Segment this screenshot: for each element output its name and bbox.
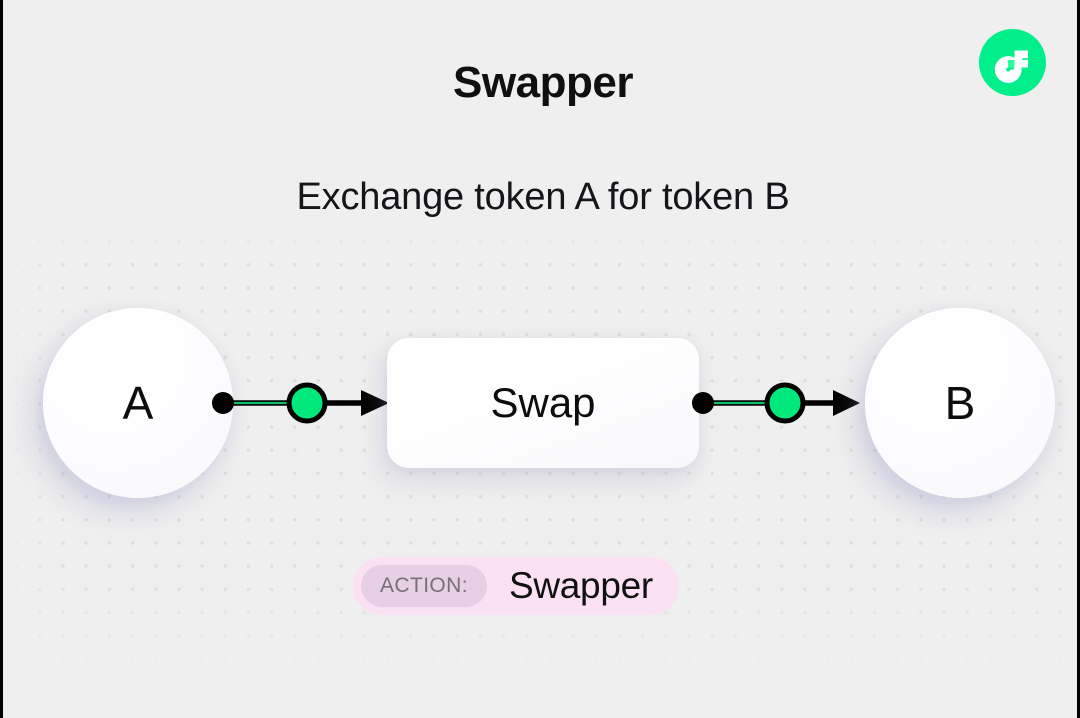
edge-token-a-to-swap[interactable]	[209, 380, 391, 426]
status-badge-value: Swapper	[508, 565, 653, 606]
edge-swap-to-token-b[interactable]	[691, 380, 861, 426]
flow-logo-icon	[979, 29, 1046, 96]
node-token-b-label: B	[944, 377, 976, 429]
node-token-a[interactable]: A	[43, 308, 233, 498]
node-swap-label: Swap	[490, 379, 596, 426]
status-badge: ACTION: Swapper	[353, 557, 679, 615]
edge-source-handle	[692, 392, 714, 414]
edge-arrowhead	[361, 390, 389, 416]
status-badge-key: ACTION:	[361, 565, 487, 607]
edge-arrowhead	[833, 390, 860, 416]
node-token-b[interactable]: B	[865, 308, 1055, 498]
edge-waypoint-dot	[286, 382, 328, 424]
node-swap[interactable]: Swap	[387, 338, 699, 468]
edge-source-handle	[212, 392, 234, 414]
page-title: Swapper	[453, 58, 633, 107]
page-subtitle: Exchange token A for token B	[296, 176, 790, 218]
edge-waypoint-dot	[764, 382, 806, 424]
node-token-a-label: A	[122, 377, 154, 429]
